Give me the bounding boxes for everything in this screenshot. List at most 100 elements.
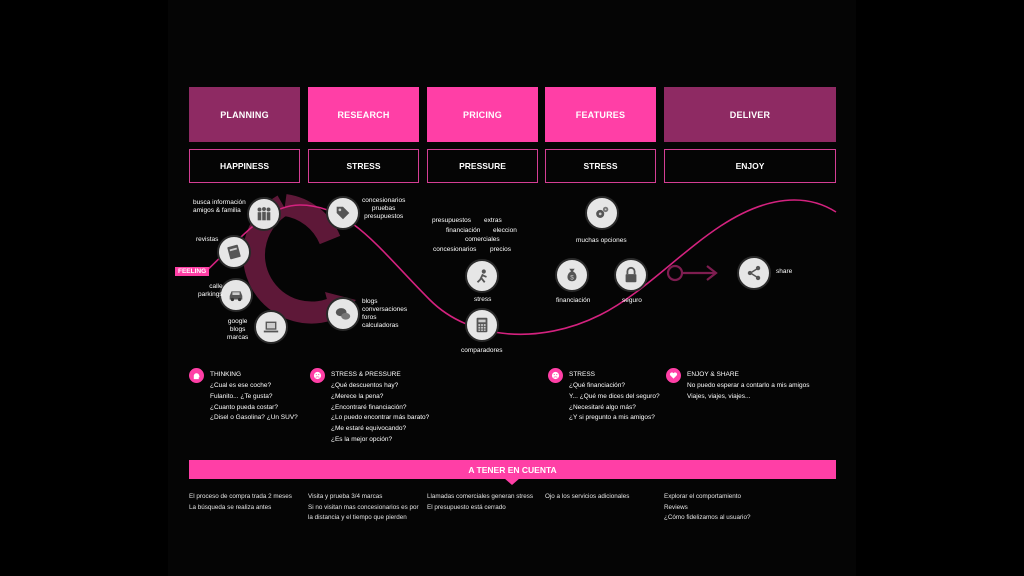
feeling-label: FEELING [175, 267, 210, 276]
question-line: ¿Y si pregunto a mis amigos? [569, 414, 655, 422]
question-line: Fulanito... ¿Te gusta? [210, 392, 273, 400]
arrow-start-circle [666, 264, 684, 282]
stress-pressure-questions: ¿Qué descuentos hay? ¿Merece la pena? ¿E… [331, 381, 429, 446]
bar-pointer [504, 478, 520, 485]
footer-line: Reviews [664, 503, 688, 511]
question-line: ¿Necesitaré algo más? [569, 403, 636, 411]
question-line: ¿Es la mejor opción? [331, 435, 393, 443]
stressed-person-icon [465, 259, 499, 293]
question-line: ¿Qué financiación? [569, 382, 626, 389]
emotion-label: HAPPINESS [219, 161, 270, 171]
thinking-title: THINKING [210, 371, 242, 378]
notes-bar: A TENER EN CUENTA [189, 460, 836, 479]
stage-pricing: PRICING [427, 87, 538, 142]
label-comparadores: comparadores [461, 347, 503, 354]
chat-icon [326, 297, 360, 331]
footer-line: Llamadas comerciales generan stress [427, 493, 534, 500]
money-bag-icon: $ [555, 258, 589, 292]
people-icon [247, 197, 281, 231]
thinking-questions: ¿Cual es ese coche? Fulanito... ¿Te gust… [210, 381, 298, 424]
stress-pressure-title: STRESS & PRESSURE [331, 371, 401, 378]
car-icon [219, 278, 253, 312]
enjoy-title: ENJOY & SHARE [687, 371, 739, 378]
footer-col-3: Llamadas comerciales generan stress El p… [427, 492, 533, 513]
label-concesionarios: concesionarios pruebas presupuestos [362, 197, 406, 220]
calculator-icon [465, 308, 499, 342]
emotion-stress: STRESS [308, 149, 419, 183]
notes-bar-title: A TENER EN CUENTA [468, 464, 557, 475]
label-revistas: revistas [196, 236, 219, 243]
emotion-label: ENJOY [735, 161, 765, 171]
question-line: ¿Me estaré equivocando? [331, 425, 407, 433]
footer-col-5: Explorar el comportamiento Reviews ¿Cómo… [664, 492, 750, 524]
thinking-icon [189, 368, 204, 383]
lock-icon [614, 258, 648, 292]
stressed-face-icon [548, 368, 563, 383]
stage-label: DELIVER [729, 109, 771, 120]
tag-icon [326, 196, 360, 230]
stage-deliver: DELIVER [664, 87, 836, 142]
gears-icon [585, 196, 619, 230]
label-presupuestos: presupuestos [432, 217, 472, 224]
question-line: ¿Disel o Gasolina? ¿Un SUV? [210, 414, 298, 422]
footer-col-2: Visita y prueba 3/4 marcas Si no visitan… [308, 492, 419, 524]
question-line: No puedo esperar a contarlo a mis amigos [687, 382, 810, 389]
stage-label: RESEARCH [337, 109, 390, 120]
stage-label: PRICING [463, 109, 502, 120]
laptop-icon [254, 310, 288, 344]
label-stress: stress [474, 296, 492, 303]
label-busca: busca información amigos & familia [193, 199, 246, 214]
stage-label: PLANNING [220, 109, 269, 120]
cycle-ring-top [282, 194, 341, 245]
question-line: ¿Cual es ese coche? [210, 382, 272, 389]
stress-title: STRESS [569, 371, 596, 378]
label-financiacion: financiación [556, 297, 591, 304]
label-concesionarios2: concesionarios [433, 246, 477, 253]
emotion-stress-2: STRESS [545, 149, 656, 183]
emotion-happiness: HAPPINESS [189, 149, 300, 183]
footer-col-1: El proceso de compra trada 2 meses La bú… [189, 492, 292, 513]
emotion-label: STRESS [583, 161, 618, 171]
svg-text:$: $ [570, 275, 574, 282]
footer-line: la distancia y el tiempo que pierden [308, 514, 407, 521]
emotion-label: PRESSURE [459, 161, 506, 171]
question-line: ¿Lo puedo encontrar más barato? [331, 414, 430, 422]
emotion-label: STRESS [346, 161, 381, 171]
footer-line: El presupuesto está cerrado [427, 503, 506, 511]
label-seguro: seguro [622, 297, 642, 304]
label-eleccion: eleccion [493, 227, 517, 234]
stage-label: FEATURES [575, 109, 626, 120]
stage-features: FEATURES [545, 87, 656, 142]
footer-line: La búsqueda se realiza antes [189, 503, 272, 511]
question-line: ¿Cuanto pueda costar? [210, 403, 278, 411]
question-line: ¿Encontraré financiación? [331, 403, 407, 411]
emotion-enjoy: ENJOY [664, 149, 836, 183]
label-google: google blogs marcas [227, 318, 249, 341]
emotion-pressure: PRESSURE [427, 149, 538, 183]
magazine-icon [217, 235, 251, 269]
footer-line: El proceso de compra trada 2 meses [189, 493, 292, 500]
footer-line: Explorar el comportamiento [664, 493, 741, 500]
label-calle: calle parkings [198, 283, 223, 298]
share-icon [737, 256, 771, 290]
question-line: ¿Qué descuentos hay? [331, 382, 399, 389]
stress-questions: ¿Qué financiación? Y... ¿Qué me dices de… [569, 381, 660, 424]
label-extras: extras [484, 217, 502, 224]
stressed-face-icon [310, 368, 325, 383]
footer-line: Ojo a los servicios adicionales [545, 493, 630, 500]
stage-research: RESEARCH [308, 87, 419, 142]
question-line: ¿Merece la pena? [331, 392, 384, 400]
label-financiacion-p: financiación [446, 227, 481, 234]
label-precios: precios [490, 246, 511, 253]
question-line: Viajes, viajes, viajes... [687, 392, 751, 400]
footer-line: Si no visitan mas concesionarios es por [308, 503, 419, 511]
footer-line: Visita y prueba 3/4 marcas [308, 493, 383, 500]
label-muchas: muchas opciones [576, 237, 627, 244]
footer-col-4: Ojo a los servicios adicionales [545, 492, 629, 503]
footer-line: ¿Cómo fidelizamos al usuario? [664, 514, 751, 521]
arrow-head [706, 265, 718, 281]
stage-planning: PLANNING [189, 87, 300, 142]
question-line: Y... ¿Qué me dices del seguro? [569, 392, 660, 400]
label-comerciales: comerciales [465, 236, 500, 243]
